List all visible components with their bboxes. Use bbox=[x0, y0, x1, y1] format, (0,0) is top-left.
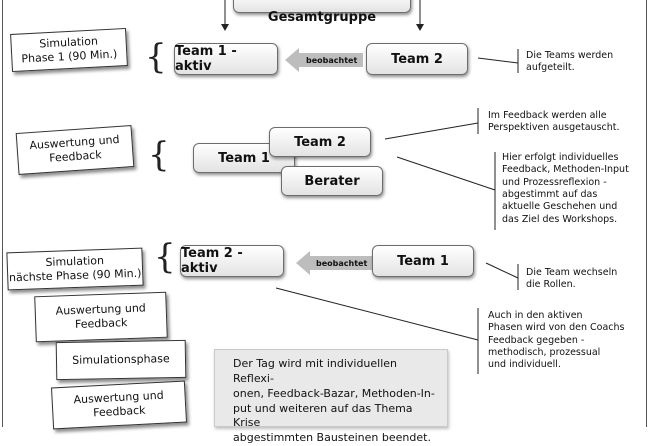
left-frame-line bbox=[2, 0, 3, 427]
team-box-berater: Berater bbox=[281, 166, 383, 196]
team-box-team2-observer: Team 2 bbox=[366, 43, 468, 75]
connector-lines bbox=[221, 0, 519, 374]
observe-arrow-label: beobachtet bbox=[306, 56, 358, 65]
summary-text: Der Tag wird mit individuellen Reflexi- … bbox=[233, 357, 435, 445]
note-feedback-perspectives: Im Feedback werden alle Perspektiven aus… bbox=[488, 110, 620, 134]
brace-icon: { bbox=[145, 37, 167, 77]
team-box-gesamtgruppe: Gesamtgruppe bbox=[233, 0, 411, 25]
brace-icon: { bbox=[148, 135, 170, 175]
observe-arrow-icon bbox=[296, 251, 374, 275]
team-box-team2-active: Team 2 - aktiv bbox=[180, 245, 284, 277]
note-individual-feedback: Hier erfolgt individuelles Feedback, Met… bbox=[502, 152, 629, 225]
phase-label-simulation-1: Simulation Phase 1 (90 Min.) bbox=[10, 27, 128, 73]
note-roles-switch: Die Team wechseln die Rollen. bbox=[526, 267, 618, 291]
team-box-team1: Team 1 bbox=[193, 143, 295, 173]
observe-arrow-icon bbox=[285, 48, 363, 72]
gesamtgruppe-label: Gesamtgruppe bbox=[267, 10, 377, 25]
stack-card-feedback-1: Auswertung und Feedback bbox=[34, 291, 168, 343]
phase-label-simulation-next: Simulation nächste Phase (90 Min.) bbox=[6, 247, 144, 291]
brace-icon: { bbox=[154, 237, 176, 277]
phase-label-text: Simulation Phase 1 (90 Min.) bbox=[21, 34, 118, 66]
note-coach-feedback: Auch in den aktiven Phasen wird von den … bbox=[488, 310, 625, 371]
stack-card-simulation: Simulationsphase bbox=[55, 339, 187, 381]
phase-label-feedback-1: Auswertung und Feedback bbox=[15, 125, 135, 175]
summary-box: Der Tag wird mit individuellen Reflexi- … bbox=[214, 349, 448, 444]
observe-arrow-label: beobachtet bbox=[316, 259, 368, 268]
team-box-team1-active: Team 1 - aktiv bbox=[174, 43, 278, 75]
team-box-team2: Team 2 bbox=[269, 127, 371, 157]
note-teams-split: Die Teams werden aufgeteilt. bbox=[526, 50, 614, 74]
stack-card-feedback-2: Auswertung und Feedback bbox=[50, 380, 188, 430]
team-box-team1-observer: Team 1 bbox=[372, 245, 474, 277]
right-frame-line bbox=[646, 0, 647, 427]
